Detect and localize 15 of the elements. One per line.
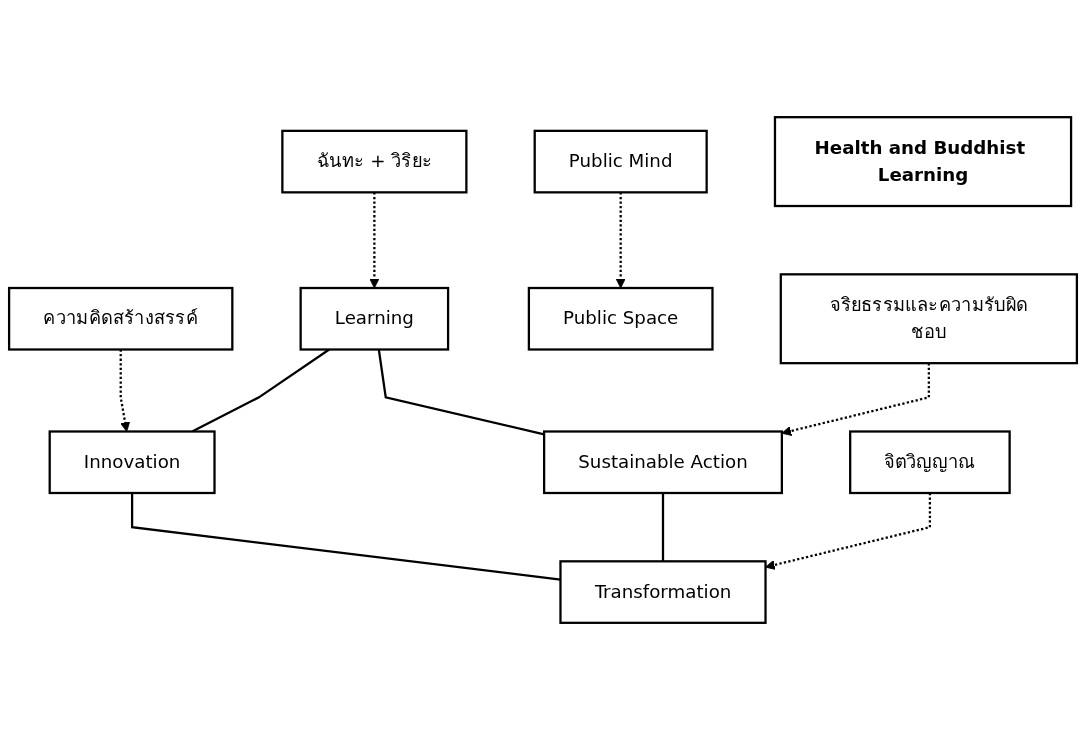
node-box: Public Mind: [533, 129, 708, 194]
node-box: Learning: [299, 286, 450, 351]
node-box: จิตวิญญาณ: [849, 430, 1011, 495]
connector: [130, 493, 561, 581]
node-box: Public Space: [527, 286, 714, 351]
node-box: Transformation: [559, 560, 767, 624]
node-box: ความคิดสร้างสรรค์: [7, 286, 234, 351]
connector: [661, 493, 665, 562]
node-box: Sustainable Action: [543, 430, 783, 495]
connector: [377, 349, 545, 436]
node-box: Innovation: [48, 430, 216, 495]
arrow: [765, 493, 932, 570]
node-box: จริยธรรมและความรับผิดชอบ: [779, 273, 1079, 365]
node-box: Health and Buddhist Learning: [773, 116, 1073, 208]
node-box: ฉันทะ + วิริยะ: [281, 129, 468, 194]
